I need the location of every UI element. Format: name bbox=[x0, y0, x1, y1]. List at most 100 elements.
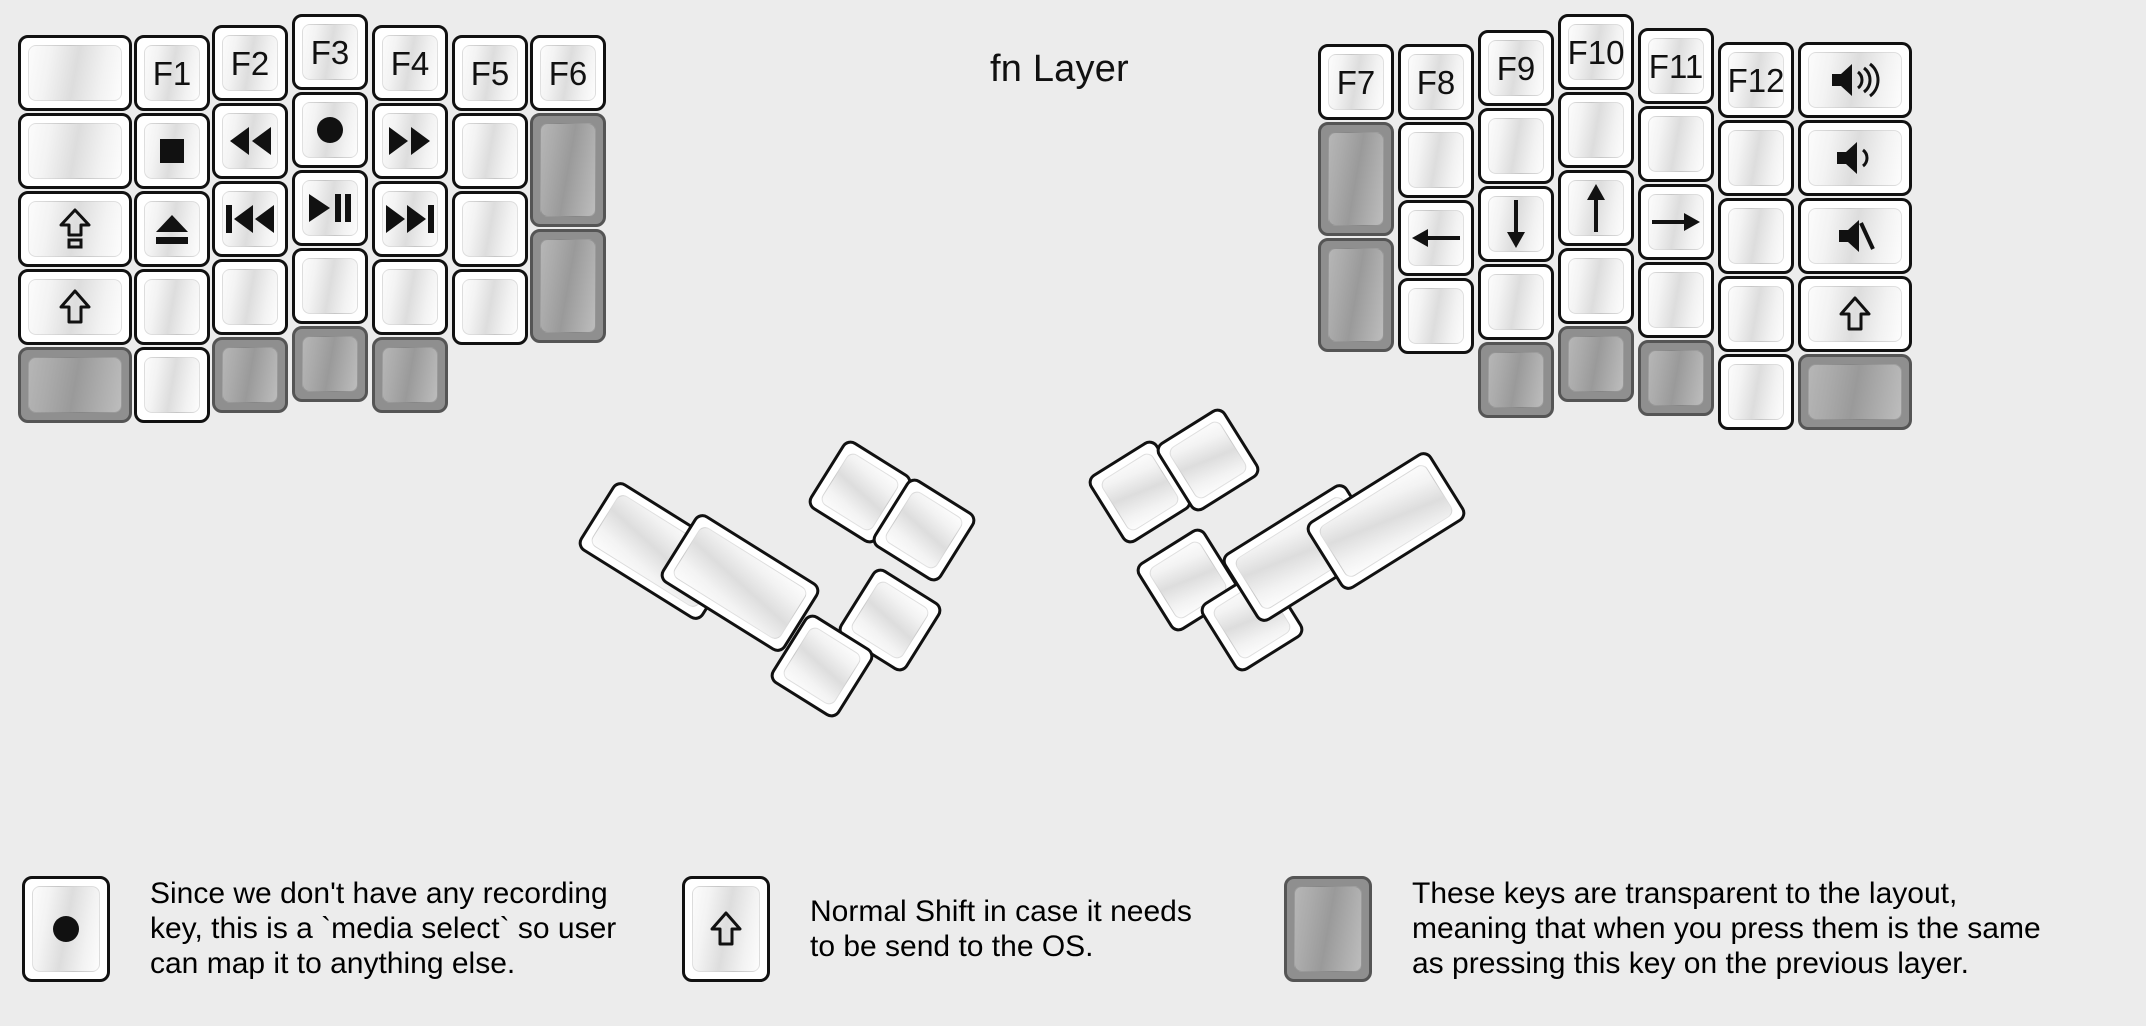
left-key-index-r1[interactable]: F4 bbox=[372, 25, 448, 101]
left-key-pinky-outer-r1[interactable] bbox=[18, 35, 132, 111]
volume-mute-icon bbox=[1835, 217, 1875, 255]
right-key-inner-r3[interactable] bbox=[1398, 200, 1474, 276]
right-key-index-r5[interactable] bbox=[1478, 342, 1554, 418]
record-icon bbox=[310, 110, 350, 150]
right-key-pinky-r3[interactable] bbox=[1718, 198, 1794, 274]
right-key-ring-r4[interactable] bbox=[1638, 262, 1714, 338]
keycap-surface bbox=[1408, 210, 1464, 266]
left-key-index-r2[interactable] bbox=[372, 103, 448, 179]
left-key-index-r5[interactable] bbox=[372, 337, 448, 413]
keycap-surface bbox=[1488, 196, 1544, 252]
right-key-pinky-r4[interactable] bbox=[1718, 276, 1794, 352]
right-key-pinky-r1[interactable]: F12 bbox=[1718, 42, 1794, 118]
shift-arrow-icon bbox=[709, 911, 743, 947]
left-key-middle-r1[interactable]: F3 bbox=[292, 14, 368, 90]
right-key-middle-r4[interactable] bbox=[1558, 248, 1634, 324]
left-key-ring-r2[interactable] bbox=[212, 103, 288, 179]
left-key-ring-r3[interactable] bbox=[212, 181, 288, 257]
keycap-surface bbox=[462, 123, 518, 179]
right-key-inner-r1[interactable]: F8 bbox=[1398, 44, 1474, 120]
keycap-surface bbox=[1488, 274, 1544, 330]
shift-arrow-icon bbox=[1838, 296, 1872, 332]
right-key-inner-most-r2[interactable] bbox=[1318, 122, 1394, 236]
keycap-surface bbox=[1808, 364, 1902, 420]
left-key-pinky-outer-r5[interactable] bbox=[18, 347, 132, 423]
keycap-surface bbox=[1728, 208, 1784, 264]
right-key-inner-most-r1[interactable]: F7 bbox=[1318, 44, 1394, 120]
right-key-middle-r1[interactable]: F10 bbox=[1558, 14, 1634, 90]
left-key-middle-r5[interactable] bbox=[292, 326, 368, 402]
left-key-pinky-outer-r3[interactable] bbox=[18, 191, 132, 267]
keycap-surface bbox=[302, 336, 358, 392]
right-key-inner-r2[interactable] bbox=[1398, 122, 1474, 198]
right-key-pinky-outer-r3[interactable] bbox=[1798, 198, 1912, 274]
left-key-pinky-r3[interactable] bbox=[134, 191, 210, 267]
left-key-ring-r5[interactable] bbox=[212, 337, 288, 413]
left-key-ring-r4[interactable] bbox=[212, 259, 288, 335]
left-key-pinky-r1[interactable]: F1 bbox=[134, 35, 210, 111]
keycap-surface bbox=[144, 279, 200, 335]
left-key-inner-r4[interactable] bbox=[452, 269, 528, 345]
right-key-inner-most-r3[interactable] bbox=[1318, 238, 1394, 352]
left-key-pinky-r4[interactable] bbox=[134, 269, 210, 345]
right-key-pinky-outer-r2[interactable] bbox=[1798, 120, 1912, 196]
keycap-surface bbox=[28, 357, 122, 413]
legend-key-normal-shift[interactable] bbox=[682, 876, 770, 982]
keycap-surface bbox=[144, 123, 200, 179]
right-key-middle-r5[interactable] bbox=[1558, 326, 1634, 402]
right-key-index-r3[interactable] bbox=[1478, 186, 1554, 262]
left-key-index-r3[interactable] bbox=[372, 181, 448, 257]
right-key-middle-r3[interactable] bbox=[1558, 170, 1634, 246]
right-key-ring-r5[interactable] bbox=[1638, 340, 1714, 416]
left-key-pinky-r5[interactable] bbox=[134, 347, 210, 423]
legend-key-transparent[interactable] bbox=[1284, 876, 1372, 982]
right-key-ring-r1[interactable]: F11 bbox=[1638, 28, 1714, 104]
left-key-inner-r3[interactable] bbox=[452, 191, 528, 267]
keycap-surface bbox=[1648, 194, 1704, 250]
keycap-surface bbox=[1328, 248, 1384, 342]
keycap-surface bbox=[382, 269, 438, 325]
right-key-middle-r2[interactable] bbox=[1558, 92, 1634, 168]
left-key-inner-most-r2[interactable] bbox=[530, 113, 606, 227]
right-key-index-r1[interactable]: F9 bbox=[1478, 30, 1554, 106]
keycap-surface: F11 bbox=[1648, 38, 1704, 94]
right-key-pinky-outer-r4[interactable] bbox=[1798, 276, 1912, 352]
keycap-surface: F6 bbox=[540, 45, 596, 101]
left-key-middle-r2[interactable] bbox=[292, 92, 368, 168]
legend-key-media-select[interactable] bbox=[22, 876, 110, 982]
keycap-surface bbox=[1808, 52, 1902, 108]
left-key-middle-r3[interactable] bbox=[292, 170, 368, 246]
keycap-surface bbox=[32, 886, 100, 972]
keycap-surface bbox=[382, 347, 438, 403]
right-key-pinky-r2[interactable] bbox=[1718, 120, 1794, 196]
volume-down-icon bbox=[1833, 139, 1877, 177]
left-key-middle-r4[interactable] bbox=[292, 248, 368, 324]
right-key-pinky-outer-r1[interactable] bbox=[1798, 42, 1912, 118]
right-key-index-r2[interactable] bbox=[1478, 108, 1554, 184]
keycap-surface bbox=[462, 279, 518, 335]
right-key-ring-r2[interactable] bbox=[1638, 106, 1714, 182]
key-label: F7 bbox=[1336, 63, 1376, 101]
right-key-index-r4[interactable] bbox=[1478, 264, 1554, 340]
play-pause-icon bbox=[306, 191, 354, 225]
left-key-pinky-outer-r4[interactable] bbox=[18, 269, 132, 345]
left-key-inner-r1[interactable]: F5 bbox=[452, 35, 528, 111]
volume-up-icon bbox=[1828, 61, 1882, 99]
left-key-inner-r2[interactable] bbox=[452, 113, 528, 189]
keycap-surface: F8 bbox=[1408, 54, 1464, 110]
right-key-inner-r4[interactable] bbox=[1398, 278, 1474, 354]
left-key-inner-most-r1[interactable]: F6 bbox=[530, 35, 606, 111]
left-key-index-r4[interactable] bbox=[372, 259, 448, 335]
left-key-pinky-outer-r2[interactable] bbox=[18, 113, 132, 189]
keycap-surface bbox=[1568, 336, 1624, 392]
right-key-ring-r3[interactable] bbox=[1638, 184, 1714, 260]
keycap-surface bbox=[222, 191, 278, 247]
keycap-surface bbox=[222, 113, 278, 169]
left-key-pinky-r2[interactable] bbox=[134, 113, 210, 189]
keycap-surface: F2 bbox=[222, 35, 278, 91]
left-key-inner-most-r3[interactable] bbox=[530, 229, 606, 343]
right-key-pinky-outer-r5[interactable] bbox=[1798, 354, 1912, 430]
right-key-pinky-r5[interactable] bbox=[1718, 354, 1794, 430]
record-icon bbox=[46, 909, 86, 949]
left-key-ring-r1[interactable]: F2 bbox=[212, 25, 288, 101]
